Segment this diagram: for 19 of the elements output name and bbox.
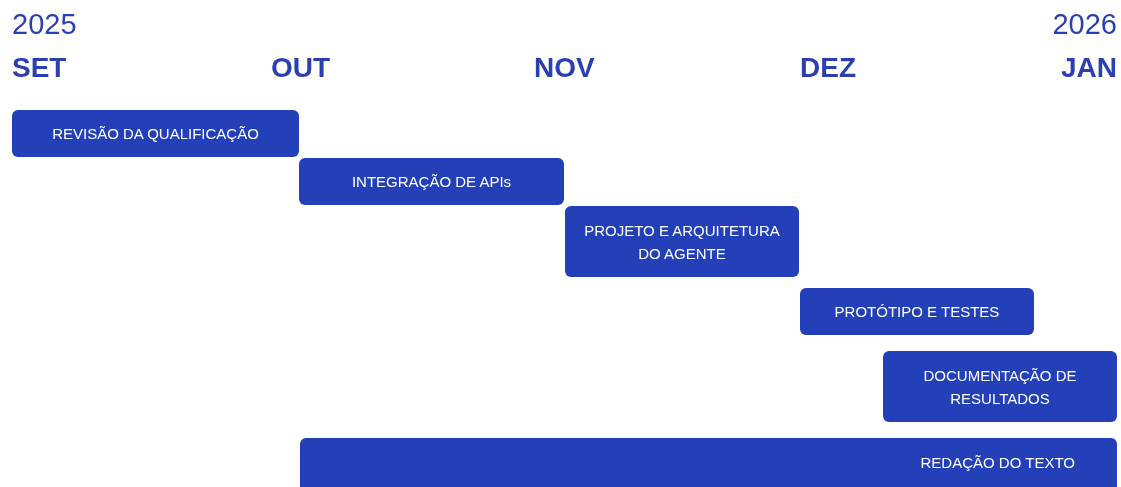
- task-bar: [565, 206, 799, 277]
- task-bar: [300, 438, 1117, 487]
- task-label: REVISÃO DA QUALIFICAÇÃO: [52, 124, 259, 144]
- task-bar: [800, 288, 1034, 335]
- month-label: DEZ: [800, 52, 856, 84]
- task-bar: [299, 158, 564, 205]
- task-bar: [883, 351, 1117, 422]
- year-label: 2026: [1052, 8, 1117, 41]
- task-label: PROTÓTIPO E TESTES: [834, 302, 1000, 322]
- task-bar: [12, 110, 299, 157]
- task-label: REDAÇÃO DO TEXTO: [920, 453, 1075, 473]
- year-label: 2025: [12, 8, 77, 41]
- month-label: OUT: [271, 52, 331, 84]
- month-label: JAN: [1061, 52, 1117, 84]
- task-label: PROJETO E ARQUITETURA DO AGENTE: [583, 220, 781, 264]
- month-label: NOV: [534, 52, 595, 84]
- task-label: INTEGRAÇÃO DE APIs: [351, 172, 512, 192]
- task-label: DOCUMENTAÇÃO DE RESULTADOS: [922, 365, 1078, 409]
- month-label: SET: [12, 52, 67, 84]
